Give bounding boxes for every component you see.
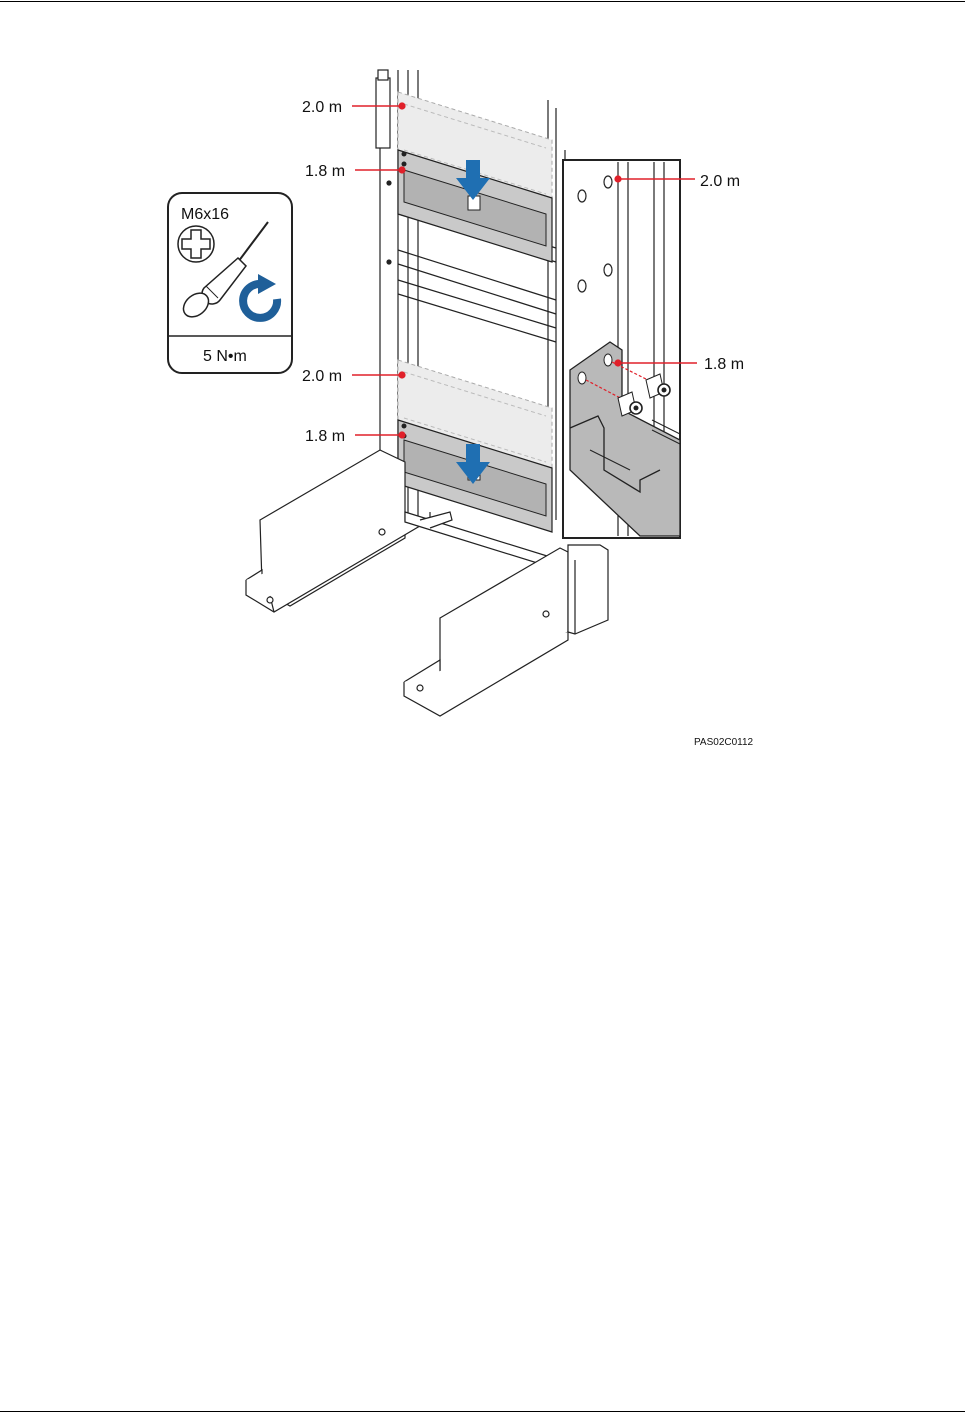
label-upper-1-8m: 1.8 m [305, 163, 345, 180]
phillips-head-icon [178, 226, 214, 262]
label-lower-1-8m: 1.8 m [305, 428, 345, 445]
torque-label: 5 N•m [203, 348, 247, 365]
label-upper-2-0m: 2.0 m [302, 99, 342, 116]
label-detail-2-0m: 2.0 m [700, 173, 740, 190]
footer-rule [0, 1411, 965, 1412]
label-detail-1-8m: 1.8 m [704, 356, 744, 373]
rack-installation-diagram: M6x16 5 N•m [0, 0, 965, 760]
figure-id: PAS02C0112 [694, 737, 754, 748]
screw-spec-label: M6x16 [181, 206, 229, 223]
label-lower-2-0m: 2.0 m [302, 368, 342, 385]
tool-card: M6x16 5 N•m [168, 193, 292, 373]
detail-callout [563, 160, 680, 538]
